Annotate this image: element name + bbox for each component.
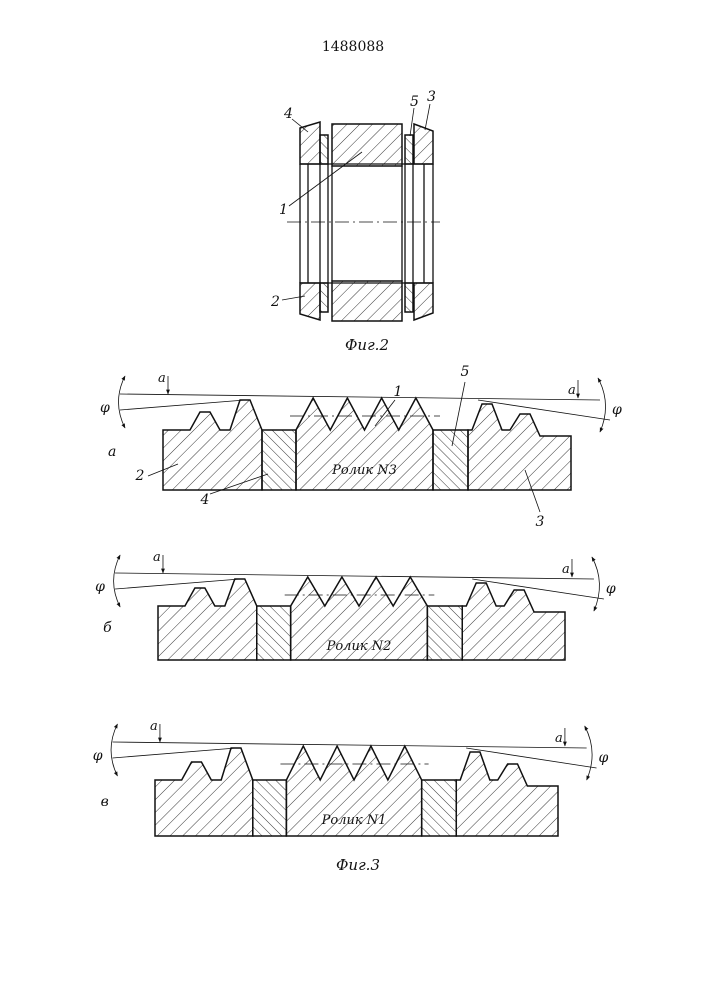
fig2-assembly	[282, 104, 440, 321]
row-angle-label-left: φ	[100, 400, 110, 416]
fig3-row-1: аРолик N3 φ φ a a 1 5 2 4 3	[100, 364, 622, 530]
row-right-block	[462, 583, 565, 660]
fig2-callout-4: 4	[283, 106, 293, 122]
fig3-row-2: бРолик N2 φ φ a a	[95, 550, 616, 660]
row-callout-1: 1	[394, 384, 403, 400]
row-spacer-right	[433, 430, 468, 490]
fig3-row-3: вРолик N1 φ φ a a	[93, 719, 609, 836]
row-spacer-left	[257, 606, 291, 660]
row-offset-label-right: a	[562, 562, 570, 577]
fig2-ring-right-top	[414, 124, 433, 164]
patent-number: 1488088	[322, 39, 384, 55]
row-left-block	[163, 400, 262, 490]
fig2-callout-2: 2	[270, 294, 280, 310]
row-roller-label: Ролик N3	[331, 463, 397, 478]
row-angle-arc-left	[111, 724, 117, 776]
fig3-rows: аРолик N3φφaa15243бРолик N2φφaaвРолик N1…	[93, 364, 622, 836]
row-angle-label-right: φ	[598, 750, 608, 766]
row-offset-label-right: a	[555, 731, 563, 746]
row-slope-line-left	[113, 748, 236, 758]
row-roller-label: Ролик N2	[326, 639, 392, 654]
row-slope-line-left	[115, 579, 240, 589]
row-slope-line-left	[120, 400, 245, 410]
row-angle-arc-right	[598, 378, 606, 432]
row-callout-4: 4	[200, 492, 210, 508]
row-offset-label-right: a	[568, 383, 576, 398]
row-roller-label: Ролик N1	[321, 813, 387, 828]
row-callout-5: 5	[461, 364, 470, 380]
row-ref-line-top	[115, 573, 594, 579]
row-angle-arc-left	[114, 555, 120, 607]
row-letter: в	[101, 794, 109, 810]
fig3-caption: Фиг.3	[336, 856, 380, 874]
fig2-ring-right-bottom	[414, 283, 433, 320]
row-right-block	[468, 404, 571, 490]
fig2-ring-left-bottom	[300, 283, 320, 320]
row-angle-arc-right	[585, 726, 592, 780]
row-left-block	[158, 579, 257, 660]
row-spacer-right	[422, 780, 457, 836]
row-ref-line-top	[113, 742, 587, 748]
row-offset-label-left: a	[153, 550, 161, 565]
row-offset-label-left: a	[158, 371, 166, 386]
row-right-block	[456, 752, 558, 836]
row-offset-label-left: a	[150, 719, 158, 734]
row-letter: а	[108, 444, 116, 460]
row-ref-line-top	[120, 394, 600, 400]
row-slope-line-right	[466, 748, 596, 768]
row-angle-label-right: φ	[606, 581, 616, 597]
row-spacer-left	[253, 780, 287, 836]
row-spacer-left	[262, 430, 296, 490]
row-callout-2: 2	[135, 468, 145, 484]
row-angle-label-left: φ	[95, 579, 105, 595]
fig2-callout-1: 1	[279, 202, 288, 218]
fig2-caption: Фиг.2	[345, 336, 389, 354]
fig2-callout-3: 3	[427, 89, 436, 105]
row-angle-arc-left	[119, 376, 126, 428]
row-left-block	[155, 748, 253, 836]
row-letter: б	[103, 620, 112, 636]
fig2-callout-5: 5	[410, 94, 419, 110]
row-callout-3: 3	[536, 514, 545, 530]
row-angle-label-left: φ	[93, 748, 103, 764]
fig2-roller-top	[332, 124, 402, 166]
fig2-roller-bottom	[332, 281, 402, 321]
row-angle-arc-right	[592, 557, 600, 611]
row-angle-label-right: φ	[612, 402, 622, 418]
row-spacer-right	[427, 606, 462, 660]
